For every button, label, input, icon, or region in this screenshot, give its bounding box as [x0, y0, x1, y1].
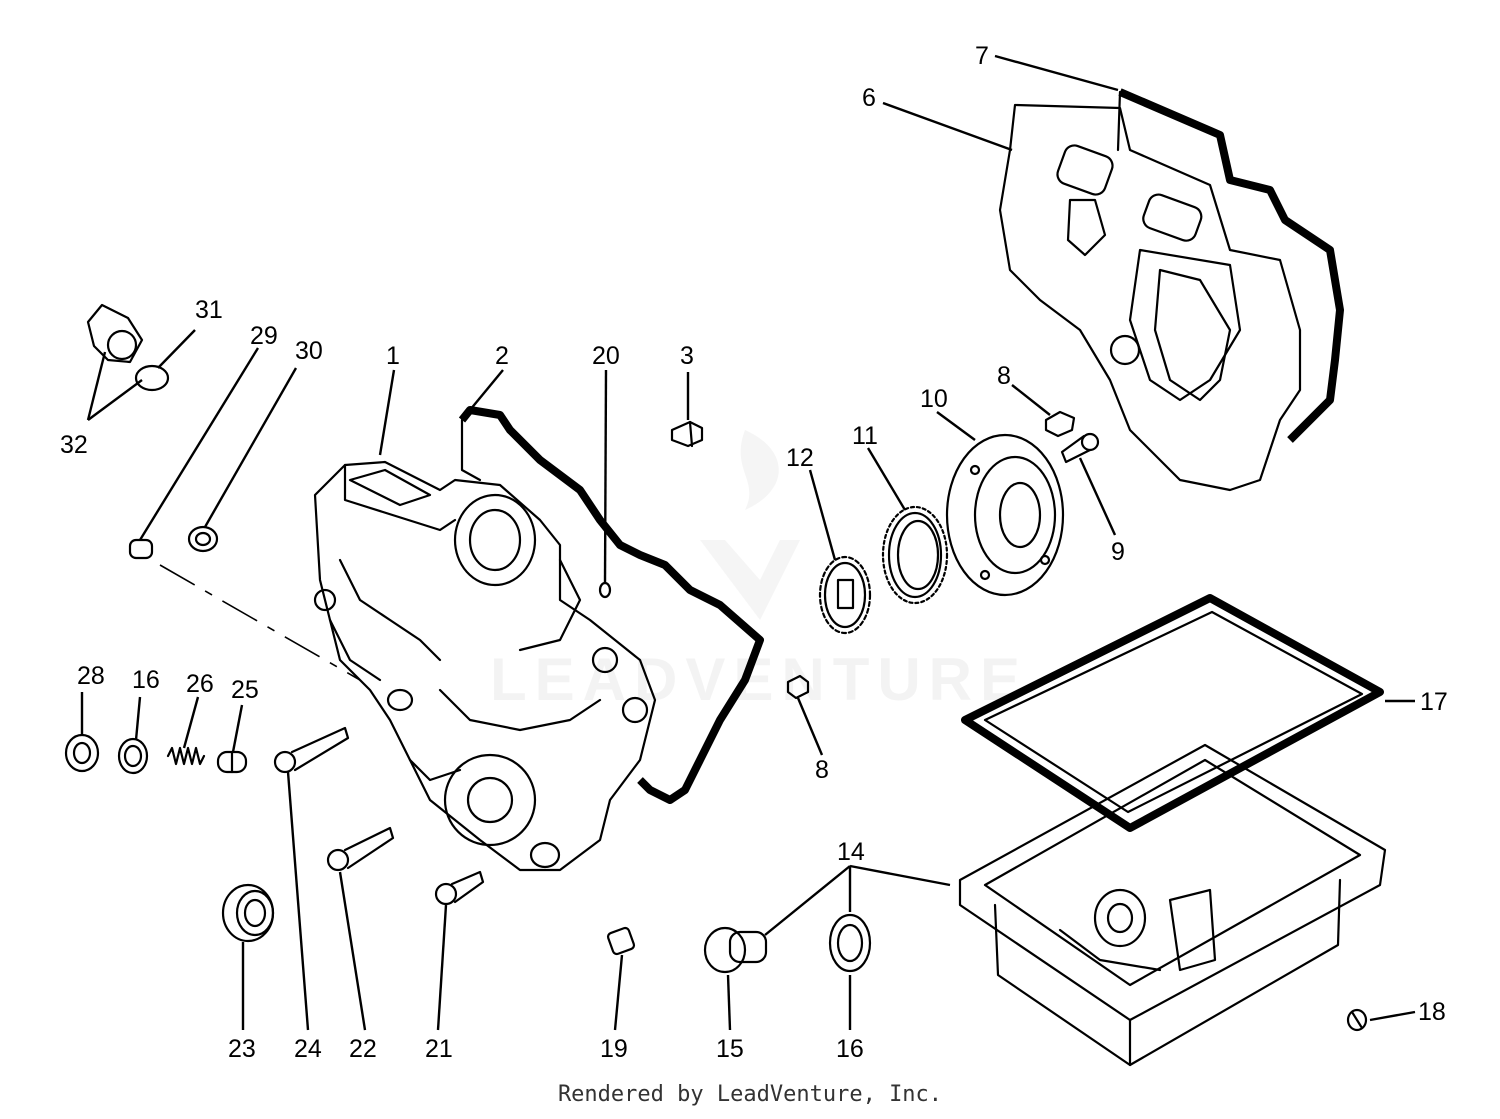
callout-label: 25	[231, 676, 259, 704]
callout-label: 30	[295, 337, 323, 365]
callout-labels: 1 2 3 6 7 8 8 9 10 11 12 14 15 16 16 17 …	[60, 42, 1448, 1063]
bolt-3	[670, 420, 704, 448]
callout-label: 3	[680, 342, 694, 370]
callout-label: 10	[920, 385, 948, 413]
bolt-22	[326, 826, 395, 872]
oil-pan	[958, 743, 1387, 1067]
bolt-24	[273, 726, 350, 774]
filler-cap	[86, 303, 170, 392]
callout-label: 32	[60, 431, 88, 459]
callout-label: 8	[815, 756, 829, 784]
bolt-8-top	[1044, 410, 1076, 438]
footer-credit: Rendered by LeadVenture, Inc.	[557, 1082, 943, 1107]
gear-12	[818, 555, 872, 635]
plug-19	[606, 926, 636, 956]
washer-16-left	[117, 737, 149, 775]
spring-26	[166, 746, 206, 766]
callout-label: 28	[77, 662, 105, 690]
watermark-text: LEADVENTURE	[490, 646, 1028, 713]
callout-label: 2	[495, 342, 509, 370]
callout-label: 19	[600, 1035, 628, 1063]
gasket-17-inner	[983, 610, 1364, 814]
bushing-30	[187, 525, 219, 553]
callout-label: 9	[1111, 538, 1125, 566]
callout-label: 12	[786, 444, 814, 472]
callout-label: 26	[186, 670, 214, 698]
bolt-21	[434, 870, 485, 906]
ring-gear-11	[881, 505, 949, 605]
plate-6	[998, 103, 1302, 492]
callout-label: 8	[997, 362, 1011, 390]
callout-label: 31	[195, 296, 223, 324]
gasket-edge	[460, 418, 482, 482]
callout-label: 6	[862, 84, 876, 112]
callout-label: 11	[852, 422, 878, 450]
callout-label: 14	[837, 838, 865, 866]
callout-label: 1	[386, 342, 400, 370]
gear-case-housing	[313, 460, 657, 872]
callout-label: 17	[1420, 688, 1448, 716]
callout-label: 24	[294, 1035, 322, 1063]
oil-seal-23	[221, 883, 275, 943]
bolt-8-lower	[786, 674, 810, 700]
watermark-logo: LEADVENTURE	[490, 430, 1028, 713]
gasket-7-edge	[1116, 90, 1122, 152]
callout-label: 16	[132, 666, 160, 694]
drain-plug-15	[703, 926, 768, 974]
callout-label: 29	[250, 322, 278, 350]
bolt-18	[1346, 1008, 1368, 1032]
valve-25	[216, 750, 248, 774]
callout-label: 21	[425, 1035, 453, 1063]
callout-label: 20	[592, 342, 620, 370]
gasket-7	[1118, 88, 1344, 443]
callout-label: 7	[975, 42, 989, 70]
bolt-9	[1060, 432, 1100, 464]
plug-29	[128, 538, 154, 560]
pump-cover-10	[945, 433, 1065, 597]
o-ring-20	[598, 581, 612, 599]
gear-case-gasket	[458, 406, 764, 804]
callout-label: 23	[228, 1035, 256, 1063]
callout-label: 18	[1418, 998, 1446, 1026]
washer-16-right	[828, 913, 872, 973]
seal-28	[64, 733, 100, 773]
callout-label: 15	[716, 1035, 744, 1063]
callout-label: 22	[349, 1035, 377, 1063]
oil-pan-gasket-17	[961, 594, 1384, 832]
leader-lines	[80, 54, 1416, 1031]
callout-label: 16	[836, 1035, 864, 1063]
